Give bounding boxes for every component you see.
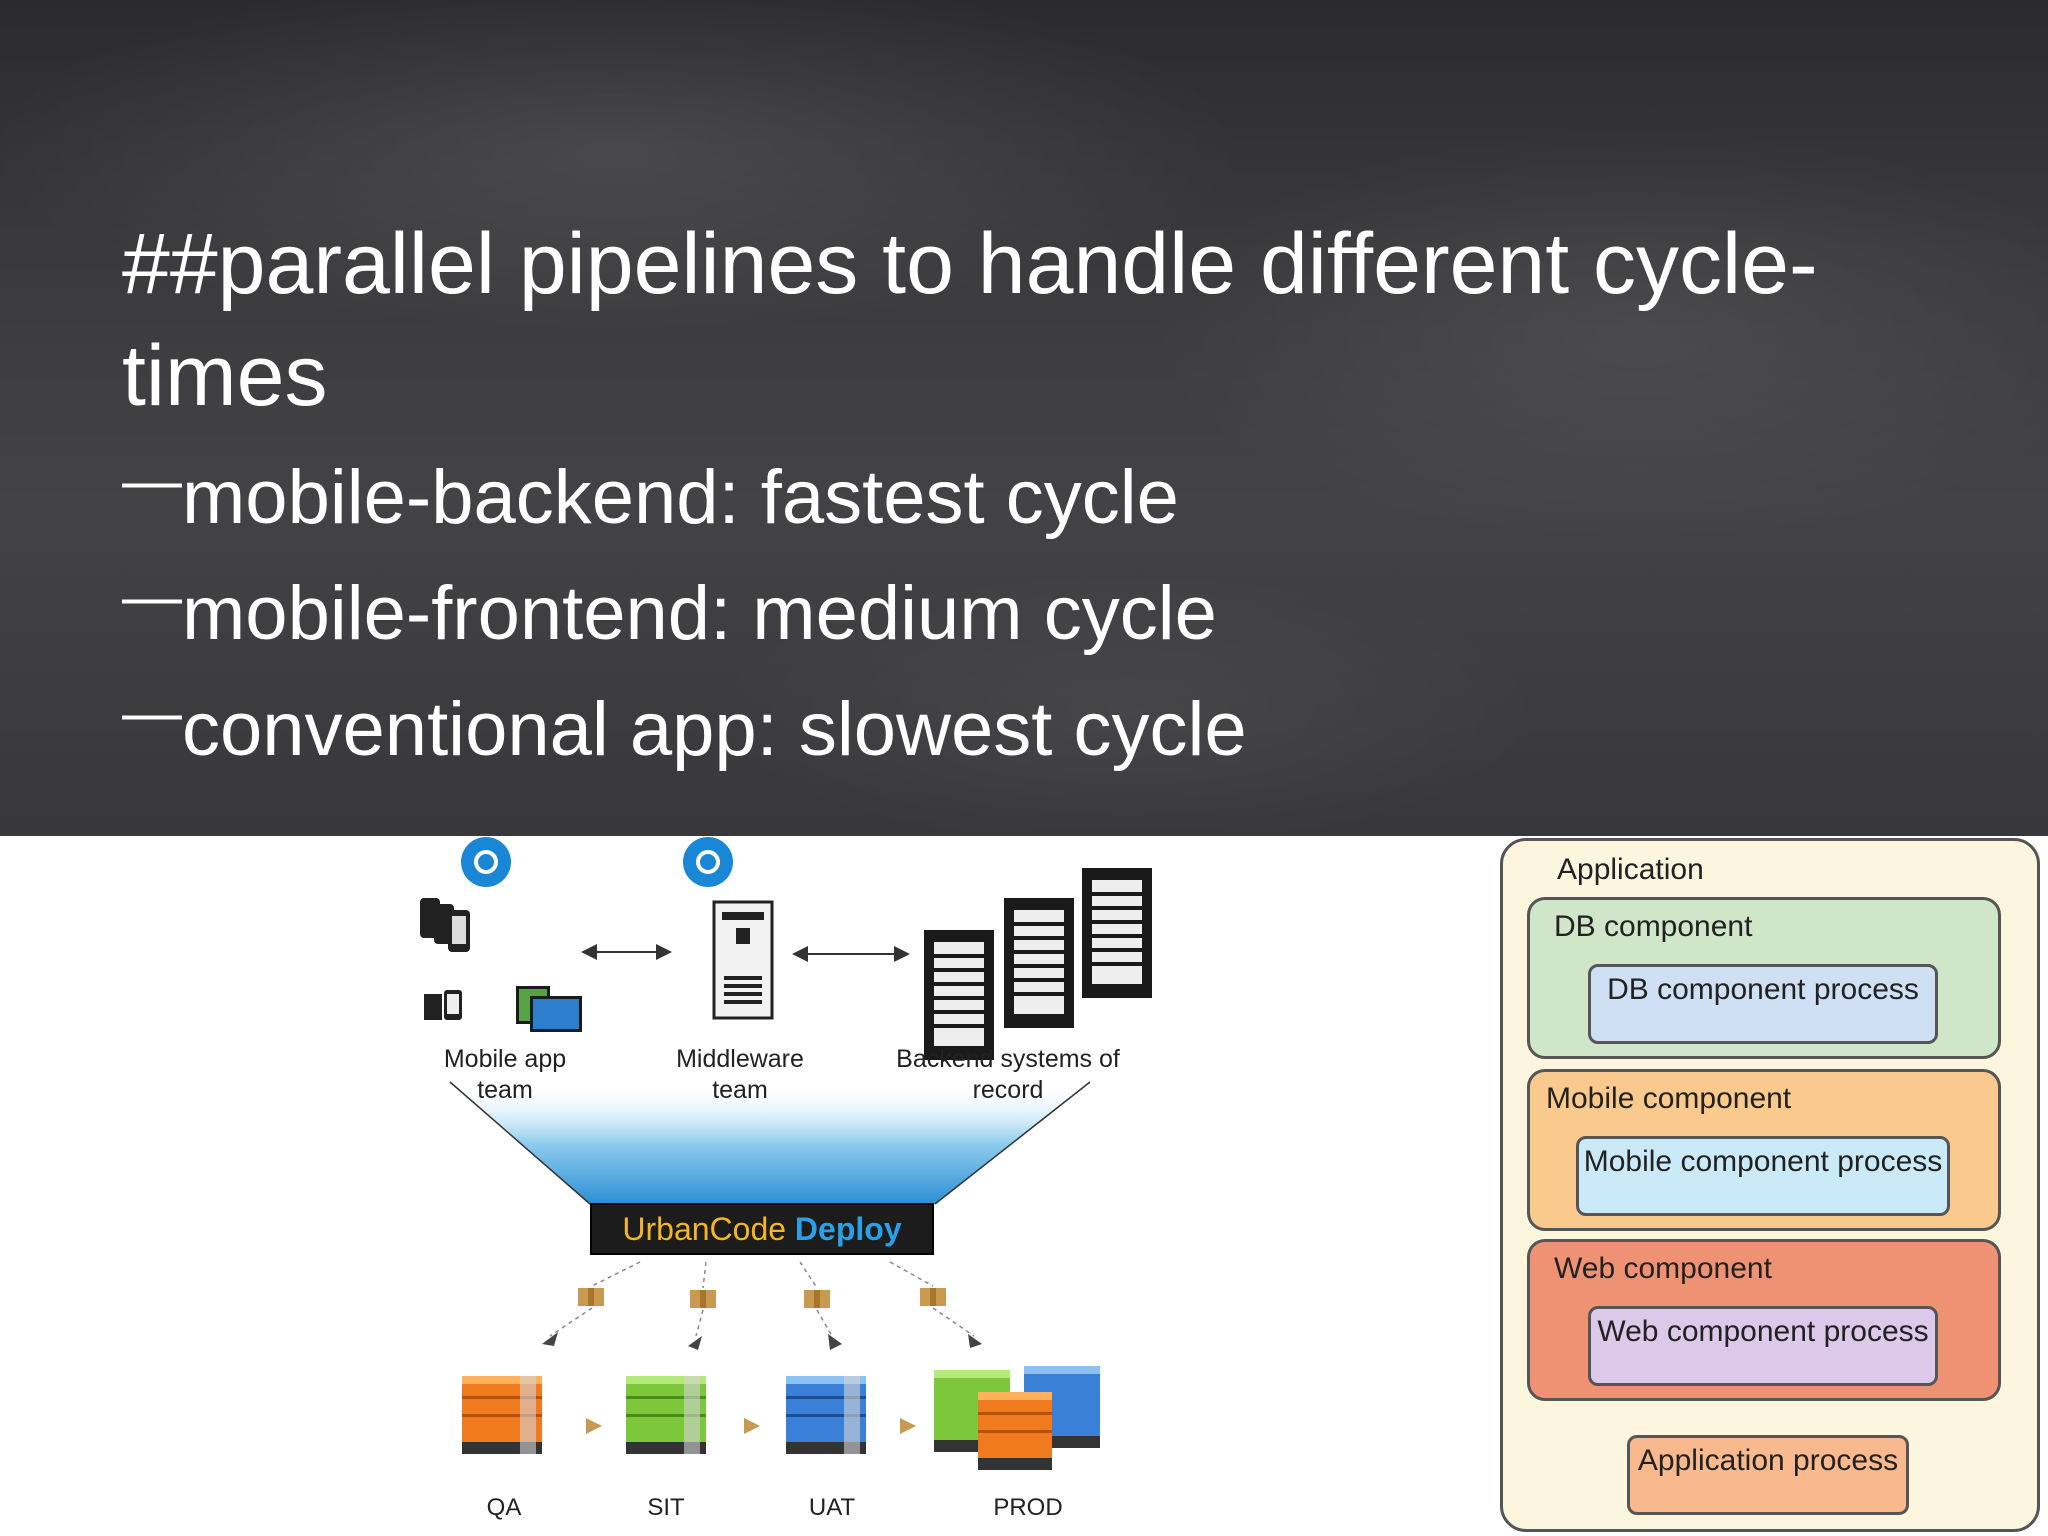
web-component: Web component Web component process	[1527, 1239, 2001, 1401]
env-label-sit: SIT	[647, 1494, 685, 1521]
package-icon	[804, 1290, 830, 1308]
bullet-item: —mobile-backend: fastest cycle	[122, 440, 1922, 556]
urbancode-deploy-logo: UrbanCode Deploy	[590, 1203, 934, 1255]
bullet-text: conventional app: slowest cycle	[182, 687, 1247, 772]
env-label-uat: UAT	[808, 1494, 856, 1521]
pipeline-graphic	[420, 837, 1152, 1470]
deploy-pipeline-diagram: Mobile app team Middleware team Backend …	[400, 836, 1180, 1536]
bullet-item: —conventional app: slowest cycle	[122, 672, 1922, 788]
team-label-mobile: Mobile app team	[443, 1045, 567, 1104]
gear-icon	[461, 837, 511, 887]
team-label-backend: Backend systems of record	[896, 1045, 1120, 1104]
environment-server-icon	[626, 1376, 706, 1454]
component-label: DB component	[1554, 910, 1753, 943]
environment-server-icon	[786, 1376, 866, 1454]
component-label: Web component	[1554, 1252, 1772, 1285]
component-process: Web component process	[1588, 1306, 1938, 1386]
environment-server-icon	[462, 1376, 542, 1454]
db-component: DB component DB component process	[1527, 897, 2001, 1059]
bullet-item: —mobile-frontend: medium cycle	[122, 556, 1922, 672]
mobile-component: Mobile component Mobile component proces…	[1527, 1069, 2001, 1231]
package-icon	[578, 1288, 604, 1306]
bullet-text: mobile-frontend: medium cycle	[182, 571, 1217, 656]
bullet-text: mobile-backend: fastest cycle	[182, 455, 1179, 540]
component-process: Mobile component process	[1576, 1136, 1950, 1216]
mobile-devices-icon	[420, 898, 582, 1032]
backend-servers-icon	[924, 868, 1152, 1060]
slide-title: ##parallel pipelines to handle different…	[122, 216, 1818, 424]
component-process: DB component process	[1588, 964, 1938, 1044]
team-label-middleware: Middleware team	[676, 1045, 804, 1104]
bullet-list: —mobile-backend: fastest cycle —mobile-f…	[122, 440, 1922, 788]
gear-icon	[683, 837, 733, 887]
bullet-dash: —	[122, 679, 182, 746]
package-icon	[920, 1288, 946, 1306]
bullet-dash: —	[122, 447, 182, 514]
middleware-server-icon	[712, 900, 774, 1020]
env-label-qa: QA	[486, 1494, 522, 1521]
bullet-dash: —	[122, 563, 182, 630]
chalkboard-background	[0, 0, 2048, 836]
environment-server-icon	[934, 1366, 1100, 1470]
package-icon	[690, 1290, 716, 1308]
application-process: Application process	[1627, 1435, 1909, 1515]
component-label: Mobile component	[1546, 1082, 1792, 1115]
application-title: Application	[1557, 853, 1704, 886]
application-container: Application DB component DB component pr…	[1500, 838, 2040, 1532]
funnel-shape	[450, 1082, 1090, 1204]
env-label-prod: PROD	[993, 1494, 1063, 1521]
